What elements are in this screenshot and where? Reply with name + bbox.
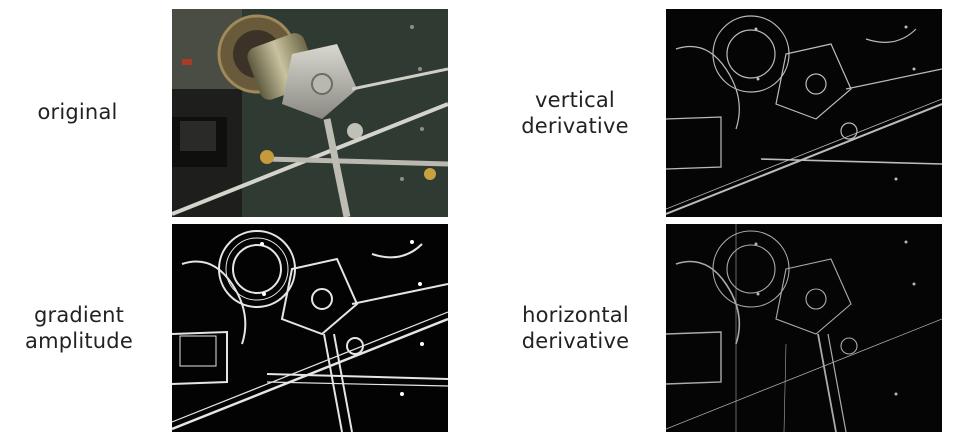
label-horizontal-derivative: horizontal derivative bbox=[521, 303, 630, 353]
vertical-derivative-image bbox=[666, 9, 942, 217]
original-image bbox=[172, 9, 448, 217]
label-original: original bbox=[37, 100, 118, 124]
label-gradient-amplitude: gradient amplitude bbox=[25, 303, 133, 353]
label-vertical-derivative: vertical derivative bbox=[521, 88, 629, 138]
gradient-amplitude-illustration bbox=[172, 224, 448, 432]
gradient-amplitude-image bbox=[172, 224, 448, 432]
original-photo-illustration bbox=[172, 9, 448, 217]
vertical-derivative-illustration bbox=[666, 9, 942, 217]
horizontal-derivative-image bbox=[666, 224, 942, 432]
horizontal-derivative-illustration bbox=[666, 224, 942, 432]
